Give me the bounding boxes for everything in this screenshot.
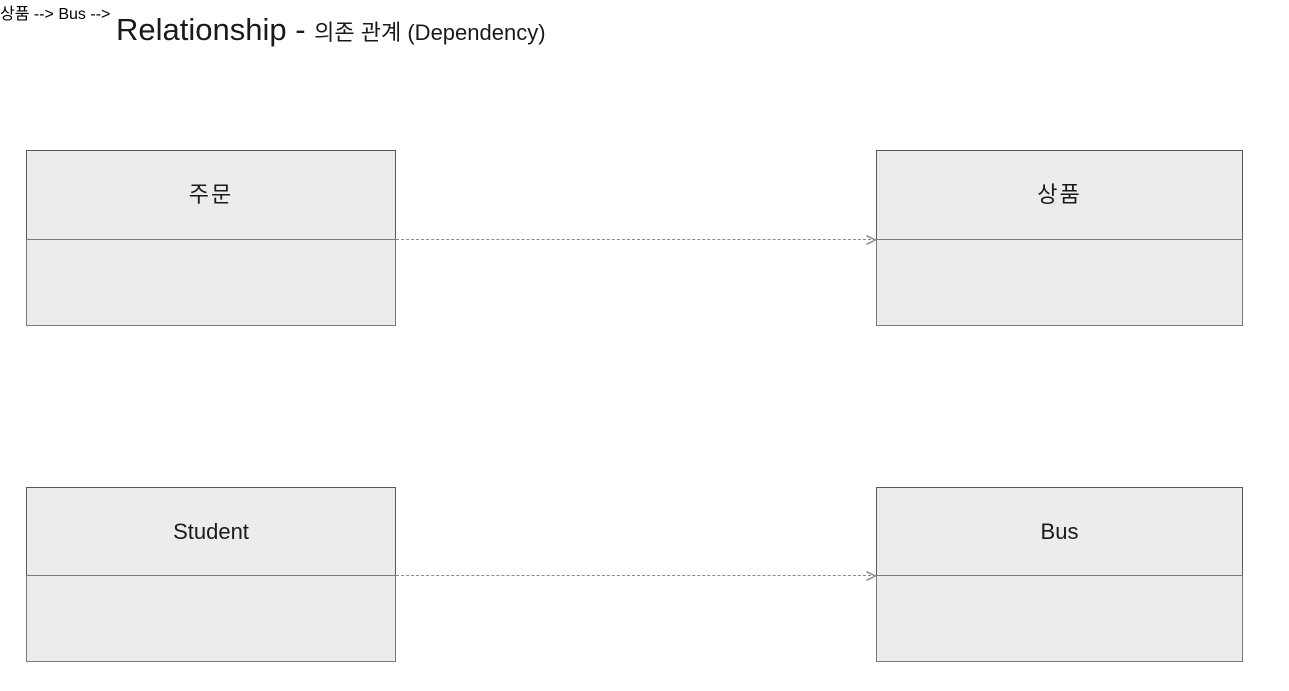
uml-class-product-header: 상품 xyxy=(876,150,1243,240)
dependency-connector-order-to-product[interactable] xyxy=(396,235,877,245)
uml-class-order[interactable]: 주문 xyxy=(26,150,396,326)
uml-class-order-name: 주문 xyxy=(188,182,234,207)
dependency-dashed-line xyxy=(396,239,876,240)
dependency-connector-student-to-bus[interactable] xyxy=(396,571,877,581)
uml-class-product[interactable]: 상품 xyxy=(876,150,1243,326)
uml-class-order-body xyxy=(26,239,396,326)
uml-class-bus[interactable]: Bus xyxy=(876,487,1243,662)
dependency-dashed-line xyxy=(396,575,876,576)
page-title: Relationship - 의존 관계 (Dependency) xyxy=(116,11,546,48)
uml-class-student[interactable]: Student xyxy=(26,487,396,662)
page-title-main: Relationship xyxy=(116,12,287,47)
uml-class-order-header: 주문 xyxy=(26,150,396,240)
uml-class-product-body xyxy=(876,239,1243,326)
uml-class-product-name: 상품 xyxy=(1037,182,1082,207)
uml-class-bus-header: Bus xyxy=(876,487,1243,576)
uml-class-student-body xyxy=(26,575,396,662)
uml-class-student-header: Student xyxy=(26,487,396,576)
page-title-subtitle: 의존 관계 (Dependency) xyxy=(314,20,546,45)
uml-class-student-name: Student xyxy=(173,518,249,544)
uml-class-bus-body xyxy=(876,575,1243,662)
page-title-separator: - xyxy=(286,12,315,47)
uml-class-bus-name: Bus xyxy=(1040,518,1079,544)
